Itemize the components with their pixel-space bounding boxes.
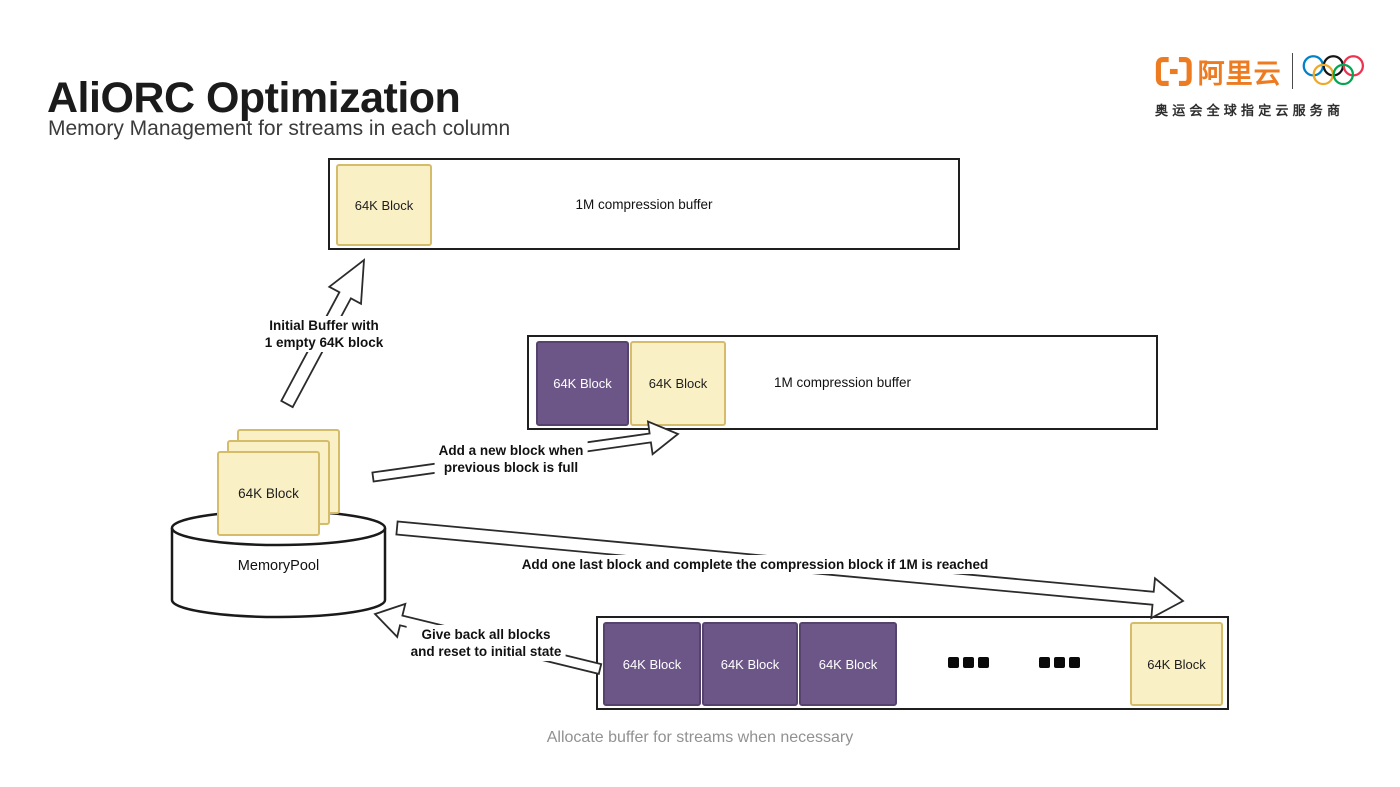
- alibaba-cloud-bracket-icon: [1155, 56, 1192, 86]
- block-64k-empty: 64K Block: [1130, 622, 1223, 706]
- annotation-line: previous block is full: [443, 460, 579, 475]
- buffer-box-initial: 1M compression buffer 64K Block: [328, 158, 960, 250]
- annotation-line: Add a new block when: [438, 443, 584, 458]
- logo-divider: [1291, 53, 1294, 89]
- annotation-initial-buffer: Initial Buffer with 1 empty 64K block: [260, 316, 388, 352]
- brand-name: 阿里云: [1197, 58, 1282, 89]
- buffer-box-complete: 64K Block 64K Block 64K Block 64K Block: [596, 616, 1229, 710]
- annotation-add-last-block: Add one last block and complete the comp…: [517, 555, 993, 574]
- ellipsis-icon: [948, 657, 989, 668]
- olympic-rings-icon: [1302, 55, 1365, 86]
- annotation-line: and reset to initial state: [410, 644, 562, 659]
- logo-row: 阿里云: [1155, 50, 1365, 92]
- page-title: AliORC Optimization: [47, 73, 461, 122]
- page-subtitle: Memory Management for streams in each co…: [48, 117, 511, 140]
- memory-pool-label: MemoryPool: [237, 558, 320, 574]
- buffer-box-growing: 1M compression buffer 64K Block 64K Bloc…: [527, 335, 1158, 430]
- diagram-caption: Allocate buffer for streams when necessa…: [546, 729, 854, 746]
- block-64k-full: 64K Block: [799, 622, 897, 706]
- annotation-add-new-block: Add a new block when previous block is f…: [434, 441, 588, 477]
- block-64k-full: 64K Block: [603, 622, 701, 706]
- block-64k-empty: 64K Block: [336, 164, 432, 246]
- block-64k-full: 64K Block: [702, 622, 798, 706]
- block-64k-empty: 64K Block: [630, 341, 726, 426]
- alibaba-cloud-logo: 阿里云 奥运会全球指定云服务商: [1155, 50, 1365, 119]
- block-64k-full: 64K Block: [536, 341, 629, 426]
- stack-card-front: 64K Block: [217, 451, 320, 536]
- annotation-line: Initial Buffer with: [269, 318, 379, 333]
- annotation-line: Add one last block and complete the comp…: [521, 557, 989, 572]
- annotation-line: 1 empty 64K block: [264, 335, 384, 350]
- ellipsis-icon: [1039, 657, 1080, 668]
- annotation-give-back: Give back all blocks and reset to initia…: [406, 625, 566, 661]
- annotation-line: Give back all blocks: [421, 627, 551, 642]
- logo-tagline: 奥运会全球指定云服务商: [1155, 103, 1345, 118]
